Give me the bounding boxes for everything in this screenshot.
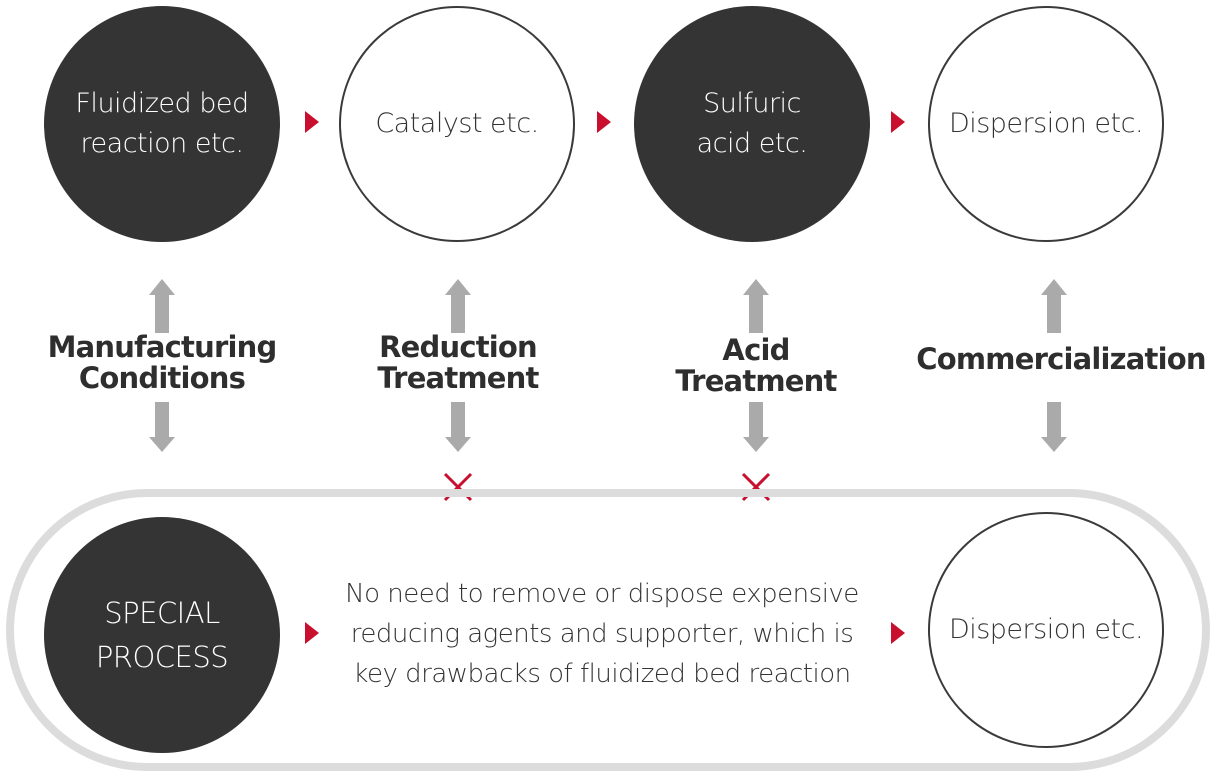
up-arrow-icon — [1041, 279, 1067, 333]
step-label-manufacturing: Manufacturing Conditions — [47, 330, 278, 395]
up-arrow-icon — [149, 279, 175, 333]
circle-catalyst: Catalyst etc. — [339, 6, 575, 242]
circle-fluidized-bed: Fluidized bed reaction etc. — [44, 6, 280, 242]
circle-sulfuric-acid: Sulfuric acid etc. — [634, 6, 870, 242]
circle-dispersion-bottom: Dispersion etc. — [928, 512, 1164, 748]
flow-arrow-icon — [891, 622, 905, 644]
circle-label: Sulfuric acid etc. — [696, 88, 808, 159]
step-label-reduction: Reduction Treatment — [377, 330, 539, 395]
special-process-container — [6, 489, 1210, 771]
flow-arrow-icon — [305, 111, 319, 133]
special-process-description: No need to remove or dispose expensive r… — [345, 579, 859, 689]
flow-arrow-icon — [597, 111, 611, 133]
up-arrow-icon — [743, 279, 769, 333]
circle-dispersion-top: Dispersion etc. — [928, 6, 1164, 242]
up-arrow-icon — [445, 279, 471, 333]
circle-label: Catalyst etc. — [375, 108, 539, 139]
flow-arrow-icon — [891, 111, 905, 133]
step-label-acid: Acid Treatment — [675, 333, 837, 398]
down-arrow-icon — [445, 402, 471, 452]
step-label-commercialization: Commercialization — [916, 342, 1206, 376]
circle-label: SPECIAL PROCESS — [95, 596, 229, 674]
flow-arrow-icon — [305, 622, 319, 644]
circle-special-process: SPECIAL PROCESS — [44, 517, 280, 753]
circle-label: Fluidized bed reaction etc. — [75, 88, 249, 159]
circle-label: Dispersion etc. — [948, 108, 1144, 139]
circle-label: Dispersion etc. — [948, 614, 1144, 645]
down-arrow-icon — [149, 402, 175, 452]
down-arrow-icon — [743, 402, 769, 452]
down-arrow-icon — [1041, 402, 1067, 452]
